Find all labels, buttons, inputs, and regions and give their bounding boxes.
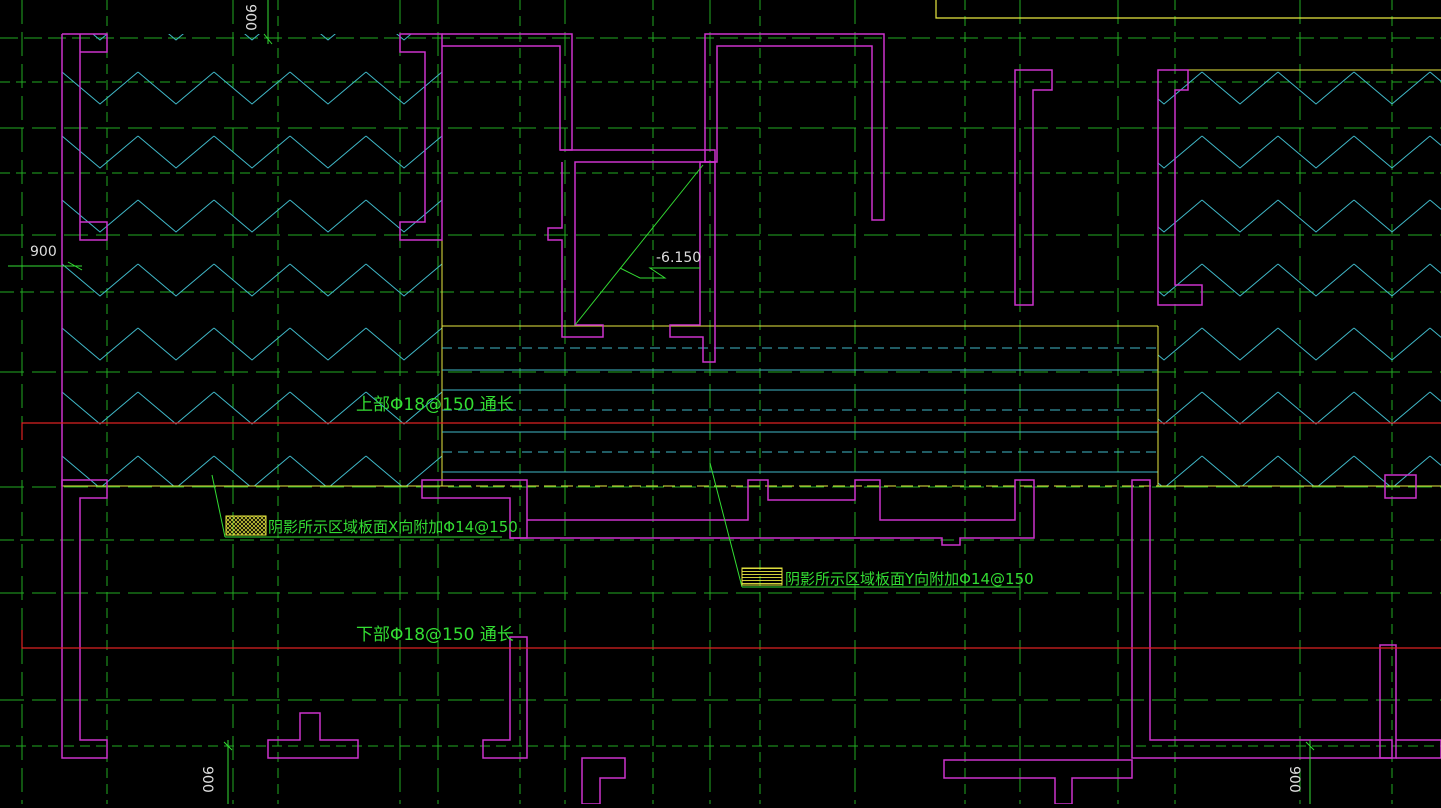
stripe-slab-zone: [442, 325, 1159, 487]
hatched-slab-zone-left: [62, 34, 443, 487]
note-y-label: 阴影所示区域板面Y向附加Φ14@150: [785, 570, 1034, 588]
upper-boundary-outline: [935, 0, 1441, 19]
dimension-bottom-left: 900: [199, 766, 215, 793]
top-rebar-label: 上部Φ18@150 通长: [356, 395, 514, 415]
note-x-label: 阴影所示区域板面X向附加Φ14@150: [268, 518, 518, 536]
hatched-slab-zone-right: [1158, 69, 1441, 487]
annotation-leaders: [211, 164, 1020, 588]
elevation-label: -6.150: [656, 250, 701, 266]
dimension-bottom-right: 900: [1286, 766, 1302, 793]
dimension-top: 900: [242, 4, 258, 31]
dimension-left: 900: [30, 244, 57, 260]
bottom-rebar-label: 下部Φ18@150 通长: [356, 625, 514, 645]
wall-outlines: [61, 33, 1441, 805]
rebar-lines: [21, 422, 1441, 649]
dimension-marks: [8, 0, 1315, 804]
legend-swatch-y: [741, 567, 783, 586]
legend-swatch-x: [225, 515, 267, 536]
